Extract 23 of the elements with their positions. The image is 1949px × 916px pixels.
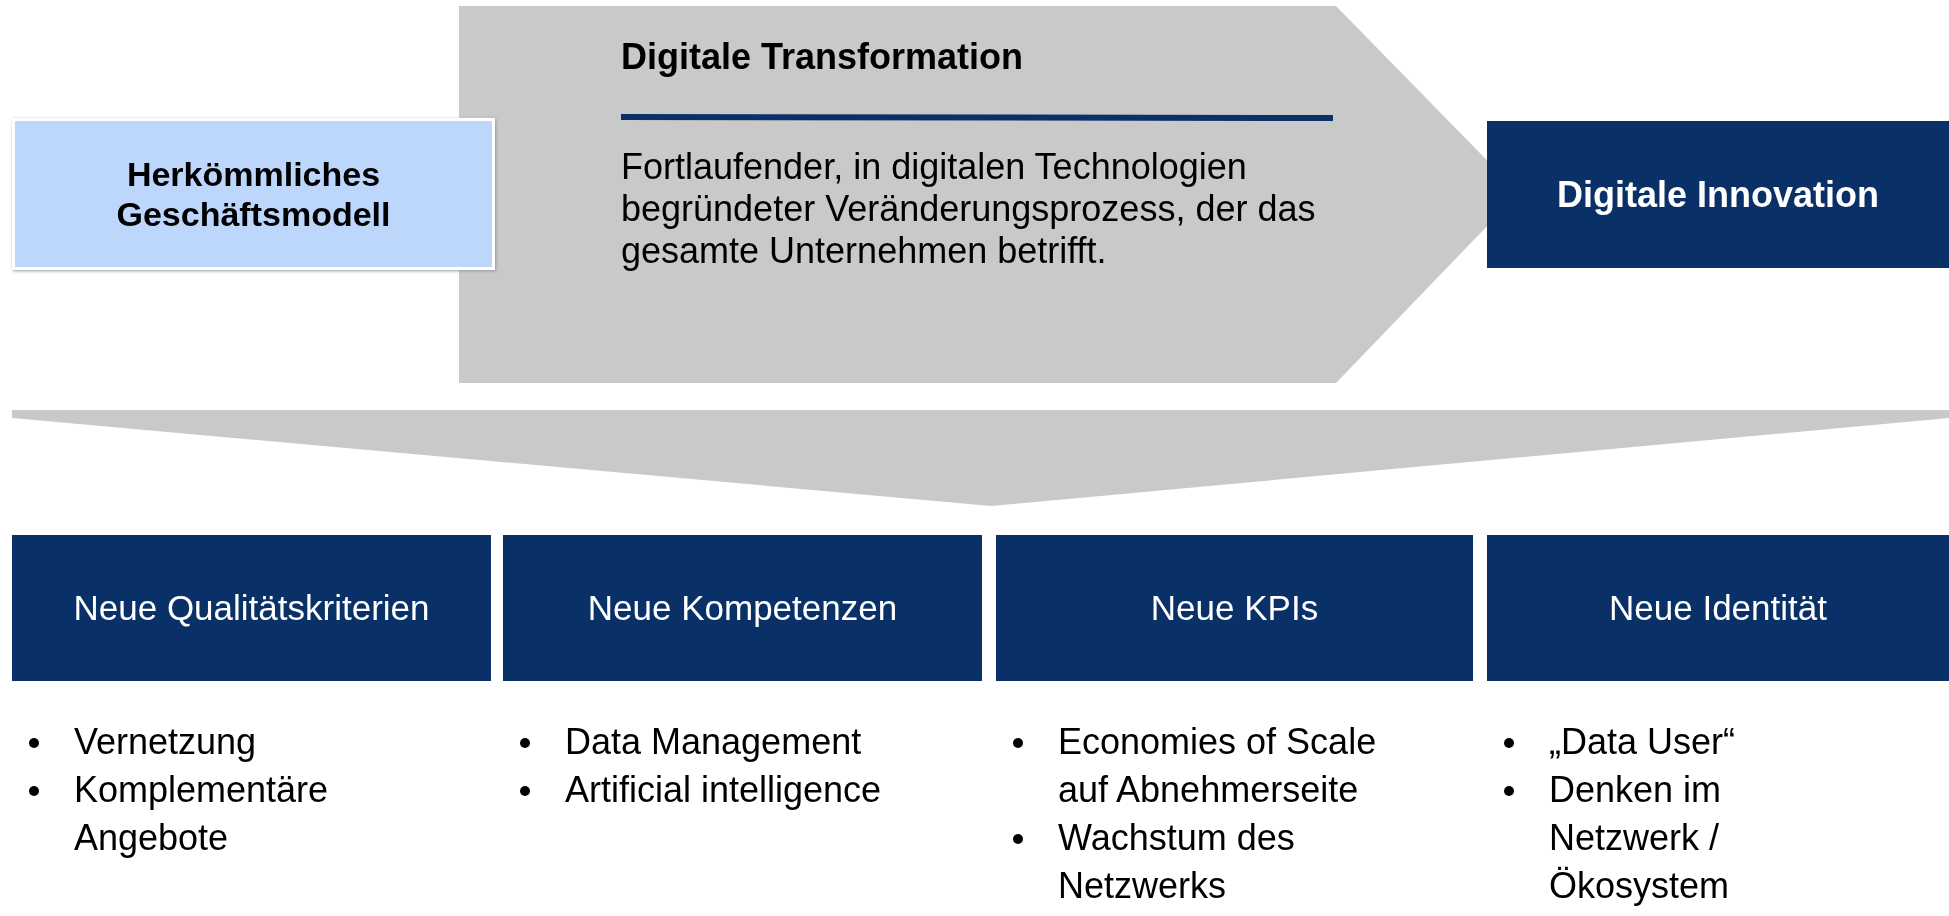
process-box xyxy=(12,535,491,681)
bullet-item: Wachstum des Netzwerks xyxy=(1058,817,1295,906)
description-text: Fortlaufender, in digitalen Technologien begründeter Veränderungsprozess, der das gesamte Unternehmen betrifft. xyxy=(621,146,1317,272)
bullet-item: Economies of Scale auf Abnehmerseite xyxy=(1058,721,1377,810)
box-label: Herkömmliches Geschäftsmodell xyxy=(115,154,392,234)
box-label: Neue Kompetenzen xyxy=(587,588,898,628)
process-box xyxy=(12,118,495,270)
funnel-shape xyxy=(12,410,1949,506)
heading: Digitale Transformation xyxy=(621,36,1024,78)
bullet-item: Denken im Netzwerk / Ökosystem xyxy=(1549,769,1730,906)
bullet-item: Komplementäre Angebote xyxy=(74,769,329,858)
bullet-item: Data Management xyxy=(565,721,862,762)
process-box xyxy=(503,535,982,681)
box-label: Digitale Innovation xyxy=(1557,173,1879,216)
box-label: Neue Qualitätskriterien xyxy=(73,588,430,628)
box-label: Neue KPIs xyxy=(1150,588,1319,628)
process-box xyxy=(996,535,1473,681)
box-label: Neue Identität xyxy=(1609,588,1827,628)
bullet-item: Vernetzung xyxy=(74,721,257,762)
bullet-item: „Data User“ xyxy=(1549,721,1736,762)
process-box xyxy=(1487,535,1949,681)
process-box xyxy=(1487,121,1949,268)
bullet-item: Artificial intelligence xyxy=(565,769,882,810)
